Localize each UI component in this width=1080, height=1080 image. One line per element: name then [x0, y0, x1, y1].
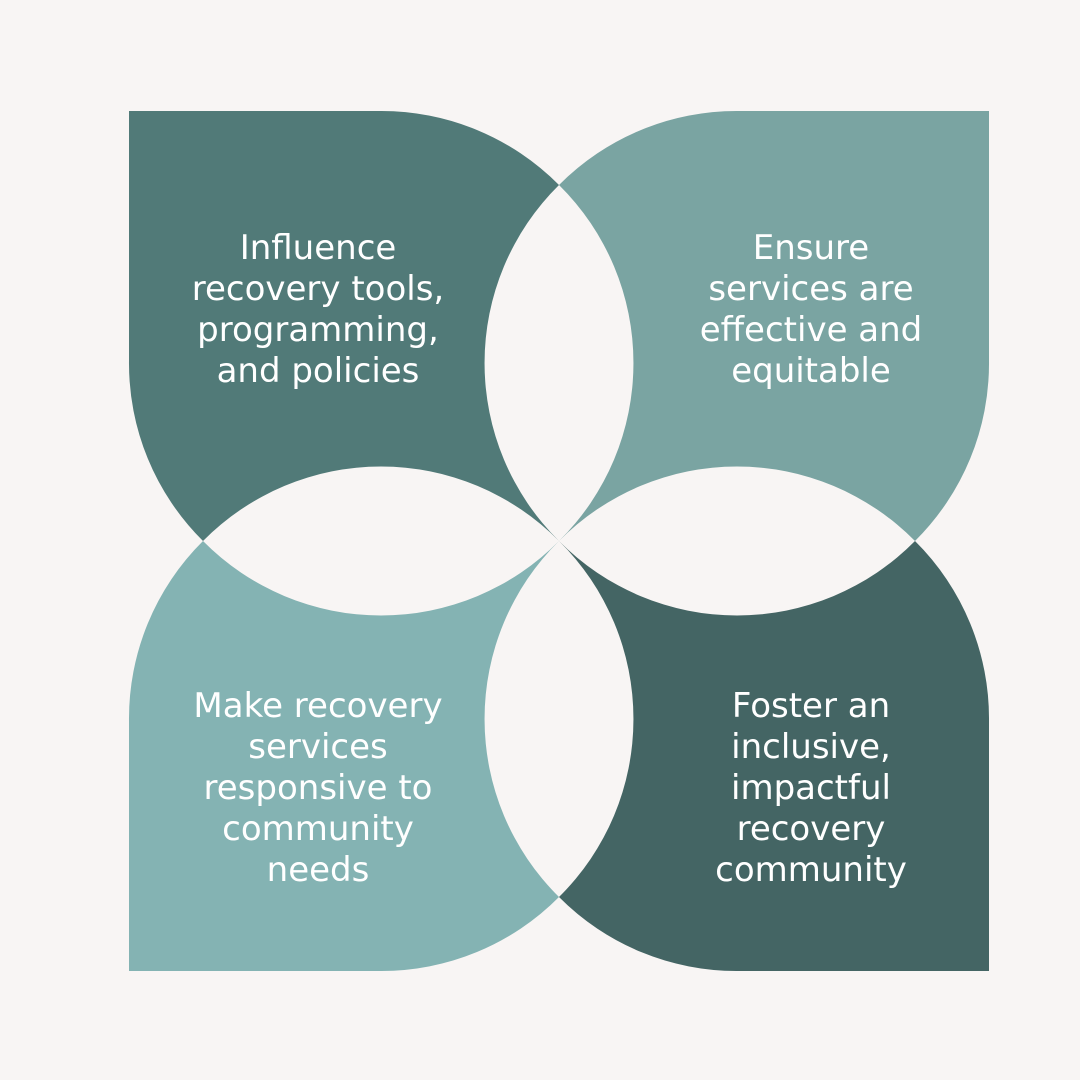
petal-top-right-text: Ensure services are effective and equita…: [699, 228, 923, 391]
petal-top-left: [128, 110, 560, 542]
petal-top-right: [559, 110, 990, 541]
petal-top-left-text: Influence recovery tools, programming, a…: [191, 228, 445, 391]
petal-bottom-left-text: Make recovery services responsive to com…: [193, 686, 443, 890]
petal-bottom-right-text: Foster an inclusive, impactful recovery …: [715, 686, 907, 890]
petal-bottom-right: [559, 541, 990, 972]
petal-bottom-left: [128, 541, 559, 972]
